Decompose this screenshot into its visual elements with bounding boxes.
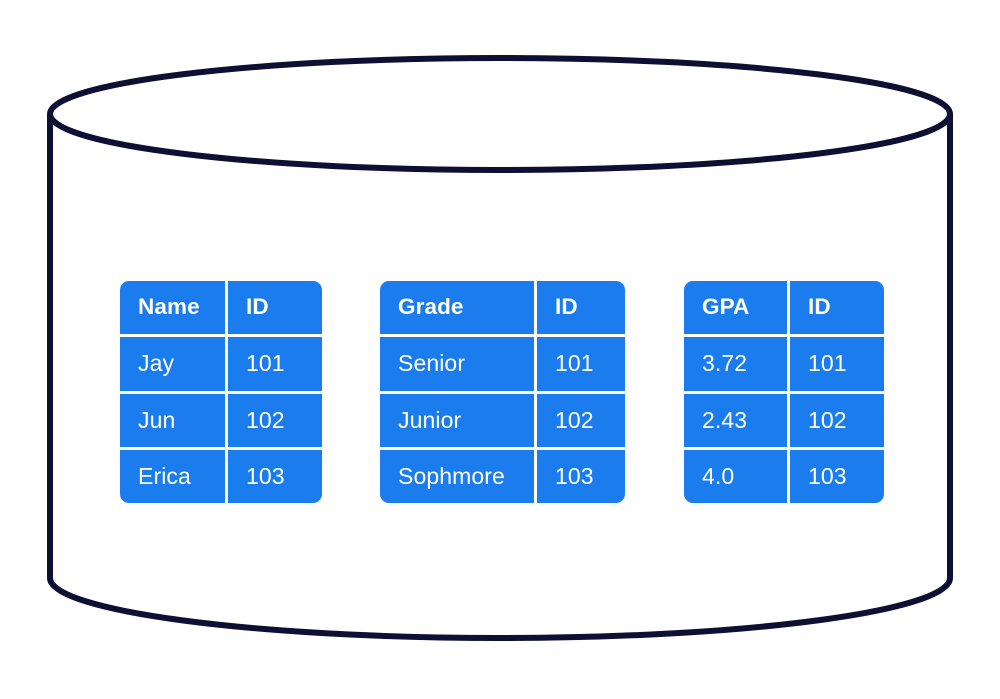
table-row[interactable]: 2.43 102 [684, 393, 884, 447]
cylinder-top-ellipse [47, 55, 953, 173]
table-row[interactable]: Jay 101 [120, 337, 322, 391]
cell-grade: Senior [380, 337, 534, 391]
cell-id: 102 [790, 393, 884, 447]
gpa-id-table[interactable]: GPA ID 3.72 101 2.43 102 4.0 103 [684, 281, 884, 503]
column-header-name: Name [120, 281, 225, 335]
column-header-gpa: GPA [684, 281, 787, 335]
cell-id: 103 [537, 449, 625, 503]
table-row[interactable]: 3.72 101 [684, 337, 884, 391]
table-header-row: Name ID [120, 281, 322, 335]
cell-grade: Sophmore [380, 449, 534, 503]
table-header-row: GPA ID [684, 281, 884, 335]
cell-name: Jun [120, 393, 225, 447]
table-row[interactable]: Senior 101 [380, 337, 625, 391]
cell-gpa: 3.72 [684, 337, 787, 391]
column-header-grade: Grade [380, 281, 534, 335]
cell-id: 102 [537, 393, 625, 447]
cell-name: Jay [120, 337, 225, 391]
cell-gpa: 2.43 [684, 393, 787, 447]
column-header-id: ID [537, 281, 625, 335]
cell-id: 102 [228, 393, 322, 447]
cell-id: 101 [790, 337, 884, 391]
column-header-id: ID [228, 281, 322, 335]
table-header-row: Grade ID [380, 281, 625, 335]
cell-grade: Junior [380, 393, 534, 447]
cell-id: 101 [537, 337, 625, 391]
table-row[interactable]: Junior 102 [380, 393, 625, 447]
table-row[interactable]: 4.0 103 [684, 449, 884, 503]
cell-id: 103 [228, 449, 322, 503]
cell-gpa: 4.0 [684, 449, 787, 503]
cell-id: 101 [228, 337, 322, 391]
table-row[interactable]: Erica 103 [120, 449, 322, 503]
name-id-table[interactable]: Name ID Jay 101 Jun 102 Erica 103 [120, 281, 322, 503]
grade-id-table[interactable]: Grade ID Senior 101 Junior 102 Sophmore … [380, 281, 625, 503]
table-row[interactable]: Jun 102 [120, 393, 322, 447]
cell-name: Erica [120, 449, 225, 503]
cell-id: 103 [790, 449, 884, 503]
column-header-id: ID [790, 281, 884, 335]
table-row[interactable]: Sophmore 103 [380, 449, 625, 503]
